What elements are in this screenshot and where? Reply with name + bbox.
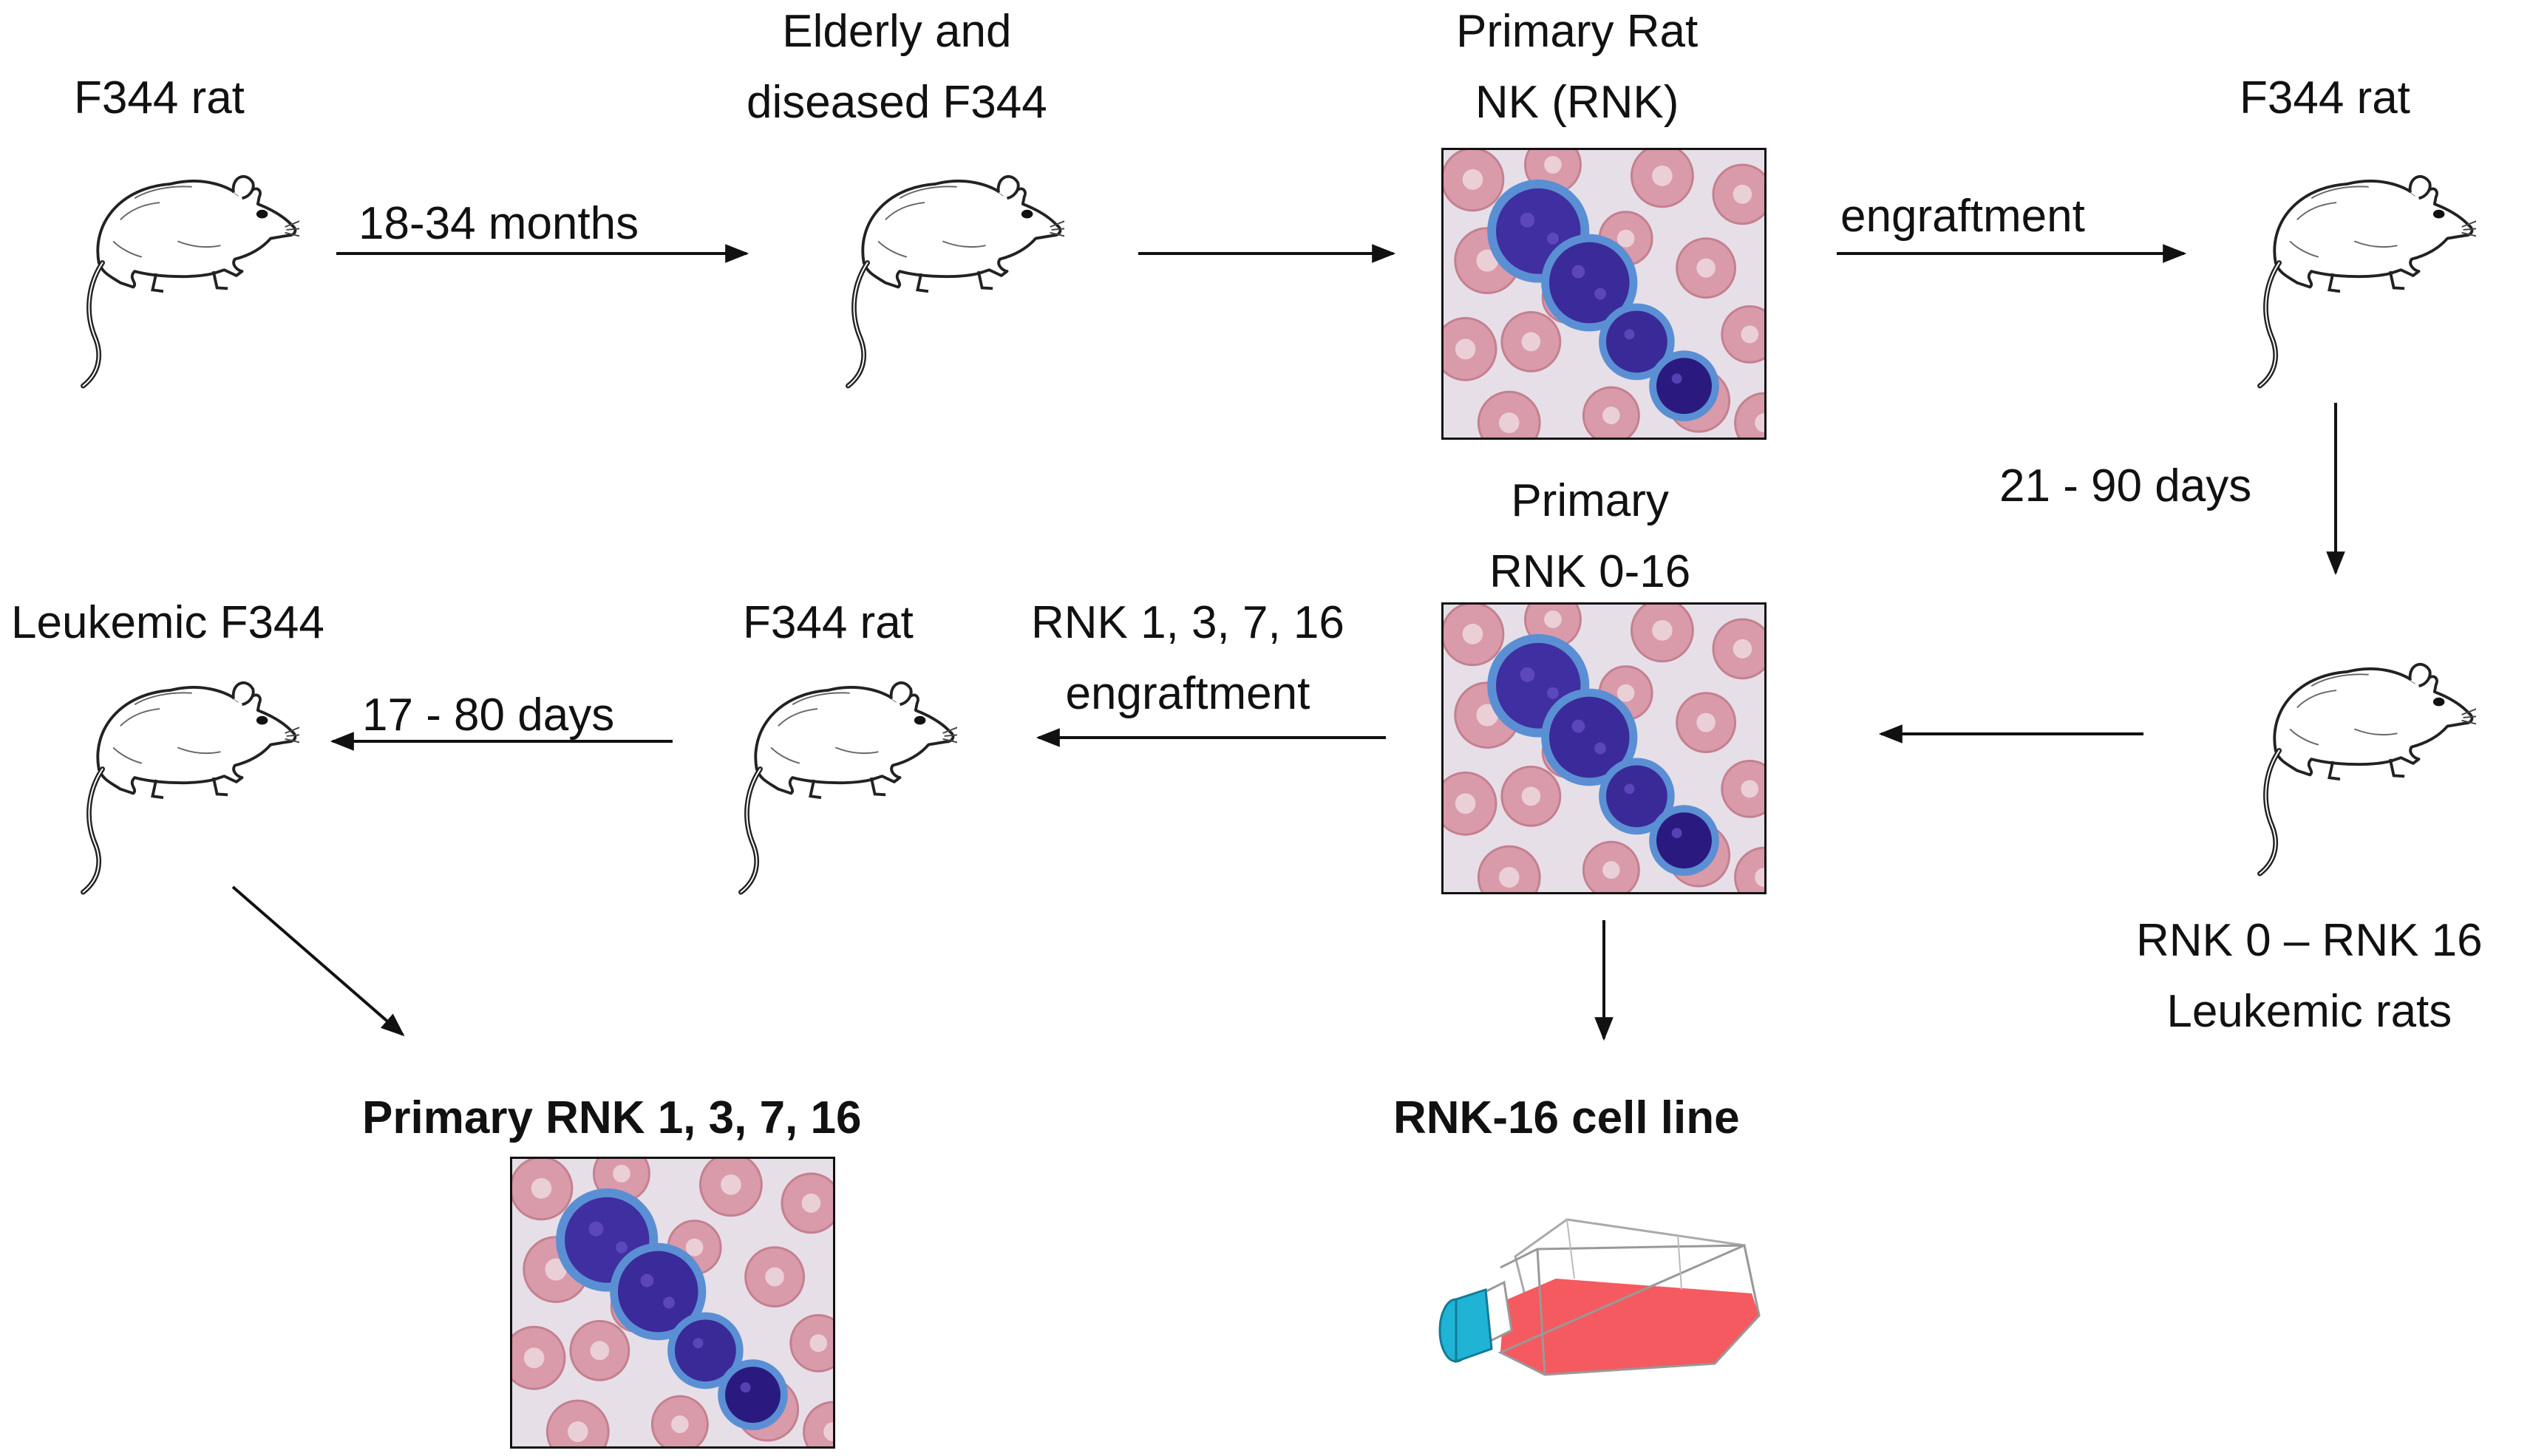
- label-engraftment-mid: RNK 1, 3, 7, 16 engraftment: [1031, 588, 1344, 729]
- label-f344-rat-top-right: F344 rat: [2240, 72, 2410, 123]
- label-line: RNK 0-16: [1489, 546, 1691, 598]
- label-line: Elderly and: [782, 6, 1012, 57]
- label-leukemic-rats: RNK 0 – RNK 16 Leukemic rats: [2136, 905, 2483, 1047]
- arrow-diagonal: [231, 885, 405, 1037]
- label-primary-rnk-1-3-7-16: Primary RNK 1, 3, 7, 16: [362, 1092, 862, 1143]
- rat-icon: [728, 658, 957, 902]
- label-line: NK (RNK): [1475, 77, 1679, 129]
- label-primary-rnk-0-16: Primary RNK 0-16: [1489, 466, 1690, 608]
- label-line: Primary Rat: [1456, 6, 1699, 57]
- cell-culture-flask-icon: [1438, 1218, 1761, 1376]
- label-line: Leukemic rats: [2166, 986, 2452, 1038]
- label-rnk16-cell-line: RNK-16 cell line: [1393, 1092, 1740, 1143]
- label-days-21-90: 21 - 90 days: [1999, 460, 2252, 511]
- label-line: RNK 0 – RNK 16: [2136, 915, 2483, 966]
- label-elderly-diseased: Elderly and diseased F344: [747, 0, 1047, 138]
- rat-icon: [2247, 152, 2476, 395]
- label-f344-rat-mid: F344 rat: [743, 597, 914, 648]
- micrograph-primary-rnk-0-16: [1441, 602, 1767, 894]
- rat-icon: [2247, 639, 2476, 883]
- micrograph-primary-rnk-1-3-7-16: [510, 1157, 835, 1449]
- rat-icon: [70, 152, 299, 395]
- rat-icon: [70, 658, 299, 902]
- label-line: engraftment: [1065, 668, 1310, 720]
- label-primary-rat-nk: Primary Rat NK (RNK): [1456, 0, 1698, 138]
- label-engraftment-top: engraftment: [1840, 191, 2085, 242]
- rat-icon: [835, 152, 1064, 395]
- label-line: diseased F344: [747, 77, 1047, 129]
- label-days-17-80: 17 - 80 days: [362, 690, 615, 741]
- label-line: RNK 1, 3, 7, 16: [1031, 597, 1344, 648]
- label-line: Primary: [1511, 475, 1669, 526]
- micrograph-primary-rat-nk: [1441, 148, 1767, 440]
- label-f344-rat-top-left: F344 rat: [74, 72, 245, 123]
- label-leukemic-f344: Leukemic F344: [11, 597, 324, 648]
- label-age-interval: 18-34 months: [358, 198, 639, 249]
